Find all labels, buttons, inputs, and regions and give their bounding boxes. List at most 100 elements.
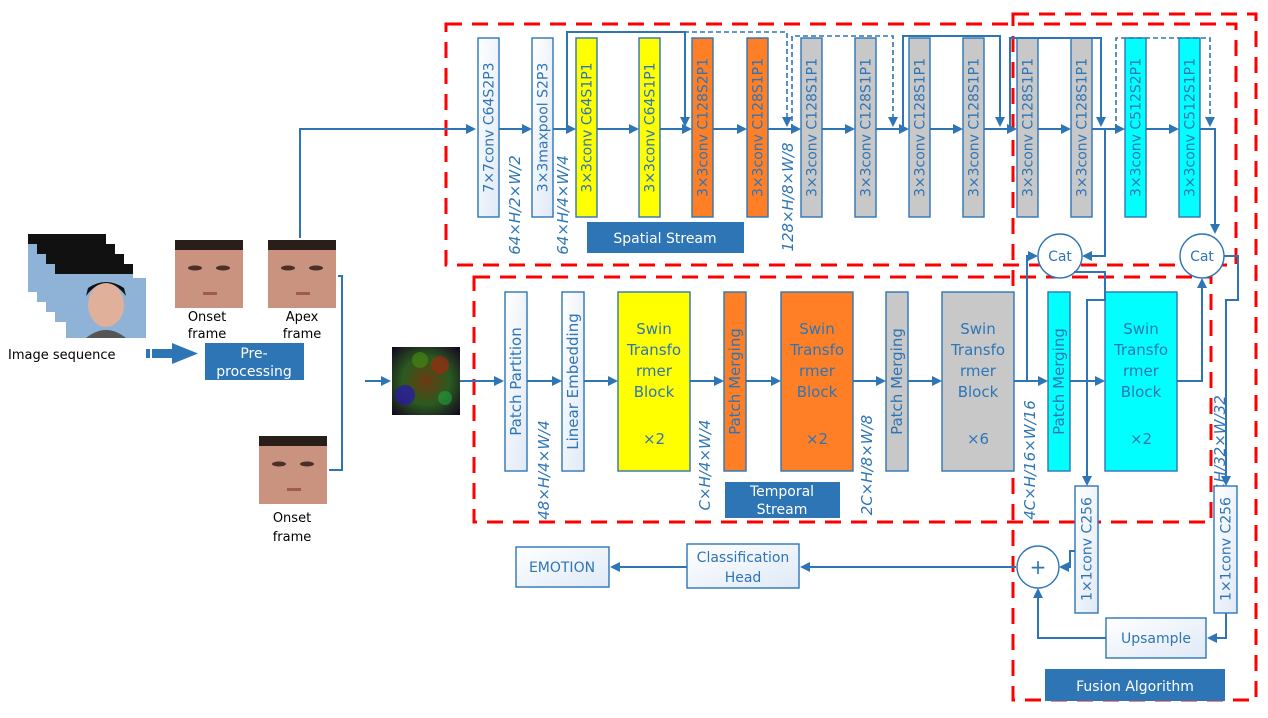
spatial-block-rect [575, 37, 598, 218]
spatial-block-rect [1124, 37, 1147, 218]
swin-repeat: ×2 [643, 430, 665, 448]
preprocessing-line2: processing [216, 364, 291, 380]
residual-connection [902, 35, 1005, 129]
swin-text: Transfo [1113, 341, 1168, 359]
spatial-block-label: 3×3conv C512S2P1 [1129, 58, 1145, 197]
spatial-block-rect [854, 37, 877, 218]
temporal-dim-label: C×H/4×W/4 [696, 420, 714, 511]
swin-text: Transfo [789, 341, 844, 359]
temporal-dim-label: 4C×H/16×W/16 [1021, 400, 1039, 520]
temporal-stream-label-box [725, 482, 840, 518]
apex-to-spatial-wire [299, 124, 476, 238]
spatial-block: 3×3conv C64S1P1 [638, 37, 661, 218]
spatial-block-label: 3×3conv C128S1P1 [913, 58, 929, 197]
spatial-block-label: 3×3conv C512S1P1 [1183, 58, 1199, 197]
spatial-block-rect [746, 37, 769, 218]
image-sequence-label: Image sequence [8, 348, 116, 363]
spatial-block-label: 3×3conv C128S1P1 [751, 58, 767, 197]
preprocessing-box: Pre- processing [205, 343, 304, 380]
spatial-block-label: 3×3conv C128S1P1 [805, 58, 821, 197]
sum-node: + [1016, 545, 1060, 589]
spatial-block-rect [531, 37, 554, 218]
onset-frame-bottom [259, 436, 327, 504]
conv-to-sum-wire [1059, 550, 1075, 572]
preprocessing-line1: Pre- [240, 346, 267, 362]
image-sequence [28, 234, 146, 338]
temporal-stream-label-line2: Stream [757, 502, 808, 518]
spatial-block: 3×3conv C128S1P1 [854, 37, 877, 218]
spatial-block-label: 3×3conv C128S1P1 [1021, 58, 1037, 197]
spatial-block-label: 3×3conv C128S1P1 [1075, 58, 1091, 197]
spatial-block-rect [691, 37, 714, 218]
spatial-block-label: 7×7conv C64S2P3 [482, 62, 498, 192]
spatial-dim-label: 64×H/2×W/2 [506, 155, 524, 255]
apex-frame-label2: frame [283, 327, 322, 342]
classification-head: Classification Head [686, 543, 800, 589]
spatial-block-rect [477, 37, 500, 218]
onset-frame-bottom-label2: frame [273, 530, 312, 545]
temporal-stream-label-line1: Temporal [749, 484, 814, 500]
patch-merging-stage4: Patch Merging [1047, 291, 1071, 472]
patch-merging-stage3: Patch Merging [885, 291, 909, 472]
patch-merging-stage3-label: Patch Merging [888, 328, 906, 435]
patch-partition: Patch Partition [504, 291, 528, 472]
upsample-to-sum-wire [1033, 588, 1106, 639]
preprocess-arrow [146, 343, 198, 364]
spatial-block-rect [800, 37, 823, 218]
spatial-to-cat2-wire [1200, 128, 1220, 234]
swin-text: Swin [799, 320, 834, 338]
temporal-stream-region [472, 275, 1213, 524]
onset-frame-top-label: Onset [188, 310, 226, 325]
spatial-block: 3×3conv C128S1P1 [962, 37, 985, 218]
swin-text: rmer [960, 362, 997, 380]
plus-icon: + [1030, 555, 1047, 579]
frames-to-flow-wire [329, 275, 343, 471]
cat-node-2-label: Cat [1190, 249, 1214, 265]
swin-text: rmer [1123, 362, 1160, 380]
spatial-block-rect [962, 37, 985, 218]
swin-repeat: ×2 [806, 430, 828, 448]
swin-text: Block [1121, 383, 1162, 401]
upsample-label: Upsample [1121, 631, 1191, 647]
temporal-to-cat2-wire [1177, 278, 1207, 382]
upsample-box: Upsample [1105, 617, 1207, 659]
classification-head-line1: Classification [697, 550, 790, 566]
spatial-block: 3×3maxpool S2P3 [531, 37, 554, 218]
emotion-label: EMOTION [529, 560, 595, 576]
cat-node-2: Cat [1179, 233, 1225, 279]
spatial-block: 3×3conv C128S2P1 [691, 37, 714, 218]
swin-text: Swin [960, 320, 995, 338]
temporal-dim-label: 48×H/4×W/4 [535, 420, 553, 520]
swin-text: Block [958, 383, 999, 401]
swin-text: rmer [799, 362, 836, 380]
spatial-block-label: 3×3conv C64S1P1 [643, 62, 659, 192]
spatial-to-cat1-wire [1082, 129, 1106, 261]
spatial-block: 3×3conv C128S1P1 [746, 37, 769, 218]
swin-text: Transfo [626, 341, 681, 359]
swin-text: Swin [636, 320, 671, 338]
spatial-block-label: 3×3conv C128S1P1 [967, 58, 983, 197]
conv1x1-stage4-label: 1×1conv C256 [1219, 497, 1235, 601]
spatial-block: 3×3conv C128S1P1 [908, 37, 931, 218]
spatial-block-rect [638, 37, 661, 218]
residual-connection [684, 31, 792, 129]
temporal-dim-label: 2C×H/8×W/8 [858, 415, 876, 515]
onset-frame-top [175, 240, 243, 308]
swin-text: Swin [1123, 320, 1158, 338]
emotion-output: EMOTION [515, 546, 610, 588]
swin-repeat: ×2 [1130, 430, 1152, 448]
residual-connection [1115, 37, 1215, 129]
spatial-dim-label: 128×H/8×W/8 [779, 142, 797, 251]
spatial-stream: 7×7conv C64S2P3 3×3maxpool S2P3 3×3conv C6… [477, 31, 1215, 255]
spatial-block: 3×3conv C128S1P1 [1070, 37, 1093, 218]
onset-frame-bottom-label: Onset [273, 511, 311, 526]
temporal-to-cat1-wire [1026, 251, 1038, 381]
cat2-to-conv-wire [1221, 255, 1239, 486]
spatial-stream-label-box [587, 222, 744, 253]
swin-text: Block [797, 383, 838, 401]
cat1-to-conv-wire [1074, 271, 1106, 486]
